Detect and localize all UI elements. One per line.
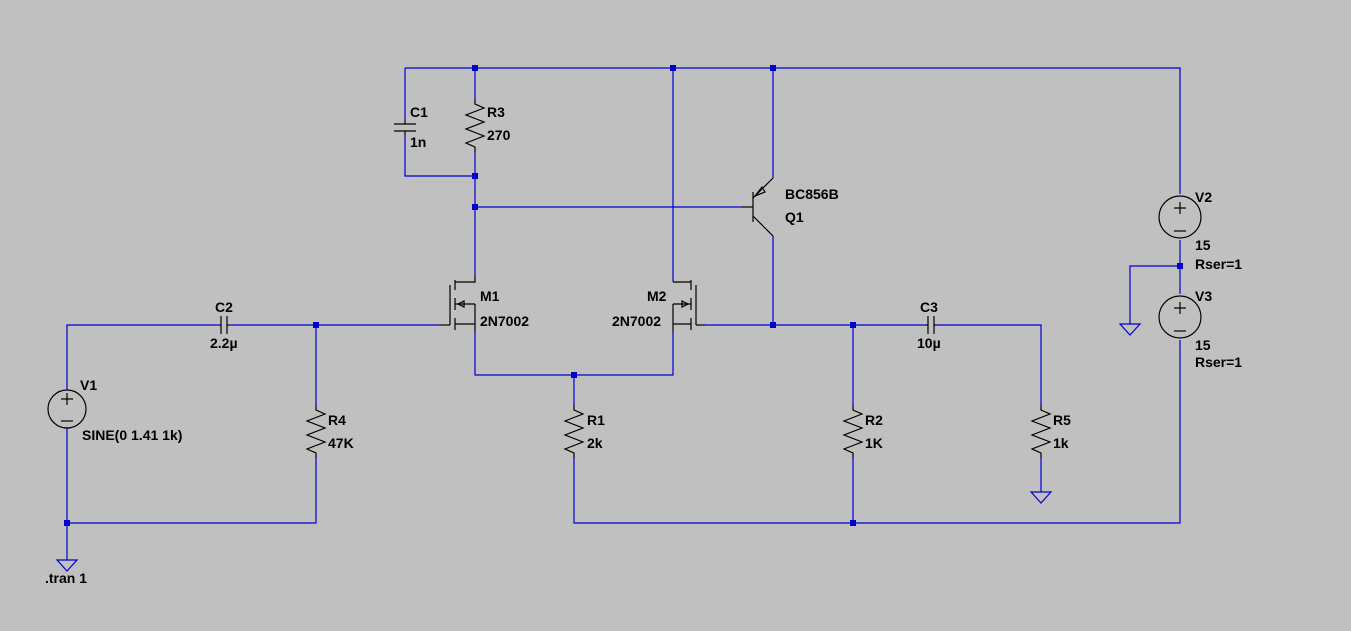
r4-value: 47K bbox=[328, 435, 354, 451]
wire-m1-source[interactable] bbox=[474, 332, 674, 376]
resistor-r4[interactable]: R4 47K bbox=[305, 405, 354, 458]
r4-name: R4 bbox=[328, 412, 346, 428]
voltage-source-v1[interactable]: V1 SINE(0 1.41 1k) bbox=[47, 377, 182, 443]
junction-dot bbox=[770, 65, 776, 71]
c2-name: C2 bbox=[215, 299, 233, 315]
v1-value: SINE(0 1.41 1k) bbox=[82, 427, 182, 443]
v3-value: 15 bbox=[1195, 337, 1211, 353]
wire-c1-bottom[interactable] bbox=[404, 135, 475, 177]
capacitor-c2[interactable]: C2 2.2µ bbox=[210, 299, 238, 351]
v2-name: V2 bbox=[1195, 189, 1212, 205]
c1-value: 1n bbox=[410, 134, 426, 150]
r3-name: R3 bbox=[487, 104, 505, 120]
m1-model: 2N7002 bbox=[480, 313, 529, 329]
r1-name: R1 bbox=[587, 412, 605, 428]
r2-value: 1K bbox=[865, 435, 883, 451]
junction-dot bbox=[64, 520, 70, 526]
junction-dot bbox=[472, 204, 478, 210]
ground-symbol-v1[interactable] bbox=[55, 559, 79, 572]
capacitor-c1[interactable]: C1 1n bbox=[394, 104, 428, 150]
junction-dot bbox=[850, 520, 856, 526]
junction-dot bbox=[770, 322, 776, 328]
resistor-r2[interactable]: R2 1K bbox=[842, 405, 883, 458]
capacitor-c3[interactable]: C3 10µ bbox=[917, 299, 941, 351]
junction-dot bbox=[472, 65, 478, 71]
m1-name: M1 bbox=[480, 288, 500, 304]
m2-name: M2 bbox=[647, 288, 667, 304]
q1-model: BC856B bbox=[785, 186, 839, 202]
wire-c3-to-r5[interactable] bbox=[936, 324, 1042, 405]
v2-param: Rser=1 bbox=[1195, 256, 1242, 272]
wire-v1-to-c2[interactable] bbox=[66, 324, 219, 390]
wires[interactable] bbox=[66, 67, 1181, 560]
wire-supply-gnd[interactable] bbox=[1129, 265, 1180, 324]
ground-symbol-supply[interactable] bbox=[1118, 323, 1142, 336]
junction-dot bbox=[1177, 263, 1183, 269]
junction-dot bbox=[850, 322, 856, 328]
spice-directive[interactable]: .tran 1 bbox=[45, 570, 87, 586]
c3-value: 10µ bbox=[917, 335, 941, 351]
ground-symbol-r5[interactable] bbox=[1029, 491, 1053, 504]
voltage-source-v2[interactable]: V2 15 Rser=1 bbox=[1158, 189, 1242, 272]
transistor-q1[interactable]: BC856B Q1 bbox=[742, 177, 839, 237]
wire-top-rail[interactable] bbox=[405, 67, 1181, 194]
mosfet-m2[interactable]: M2 2N7002 bbox=[612, 280, 706, 332]
v3-param: Rser=1 bbox=[1195, 354, 1242, 370]
c3-name: C3 bbox=[920, 299, 938, 315]
v2-value: 15 bbox=[1195, 237, 1211, 253]
junction-dot bbox=[313, 322, 319, 328]
junction-dot bbox=[472, 173, 478, 179]
junctions bbox=[64, 65, 1183, 526]
resistor-r3[interactable]: R3 270 bbox=[464, 100, 511, 152]
junction-dot bbox=[670, 65, 676, 71]
r1-value: 2k bbox=[587, 435, 603, 451]
q1-name: Q1 bbox=[785, 209, 804, 225]
resistor-r1[interactable]: R1 2k bbox=[563, 405, 605, 458]
r2-name: R2 bbox=[865, 412, 883, 428]
r5-value: 1k bbox=[1053, 435, 1069, 451]
r5-name: R5 bbox=[1053, 412, 1071, 428]
m2-model: 2N7002 bbox=[612, 313, 661, 329]
v3-name: V3 bbox=[1195, 288, 1212, 304]
voltage-source-v3[interactable]: V3 15 Rser=1 bbox=[1158, 288, 1242, 370]
c2-value: 2.2µ bbox=[210, 335, 238, 351]
v1-name: V1 bbox=[80, 377, 97, 393]
wire-bottom-rail[interactable] bbox=[573, 340, 1181, 524]
junction-dot bbox=[571, 372, 577, 378]
wire-input-ground[interactable] bbox=[66, 428, 317, 524]
c1-name: C1 bbox=[410, 104, 428, 120]
r3-value: 270 bbox=[487, 127, 511, 143]
resistor-r5[interactable]: R5 1k bbox=[1030, 405, 1071, 458]
mosfet-m1[interactable]: M1 2N7002 bbox=[440, 276, 529, 332]
